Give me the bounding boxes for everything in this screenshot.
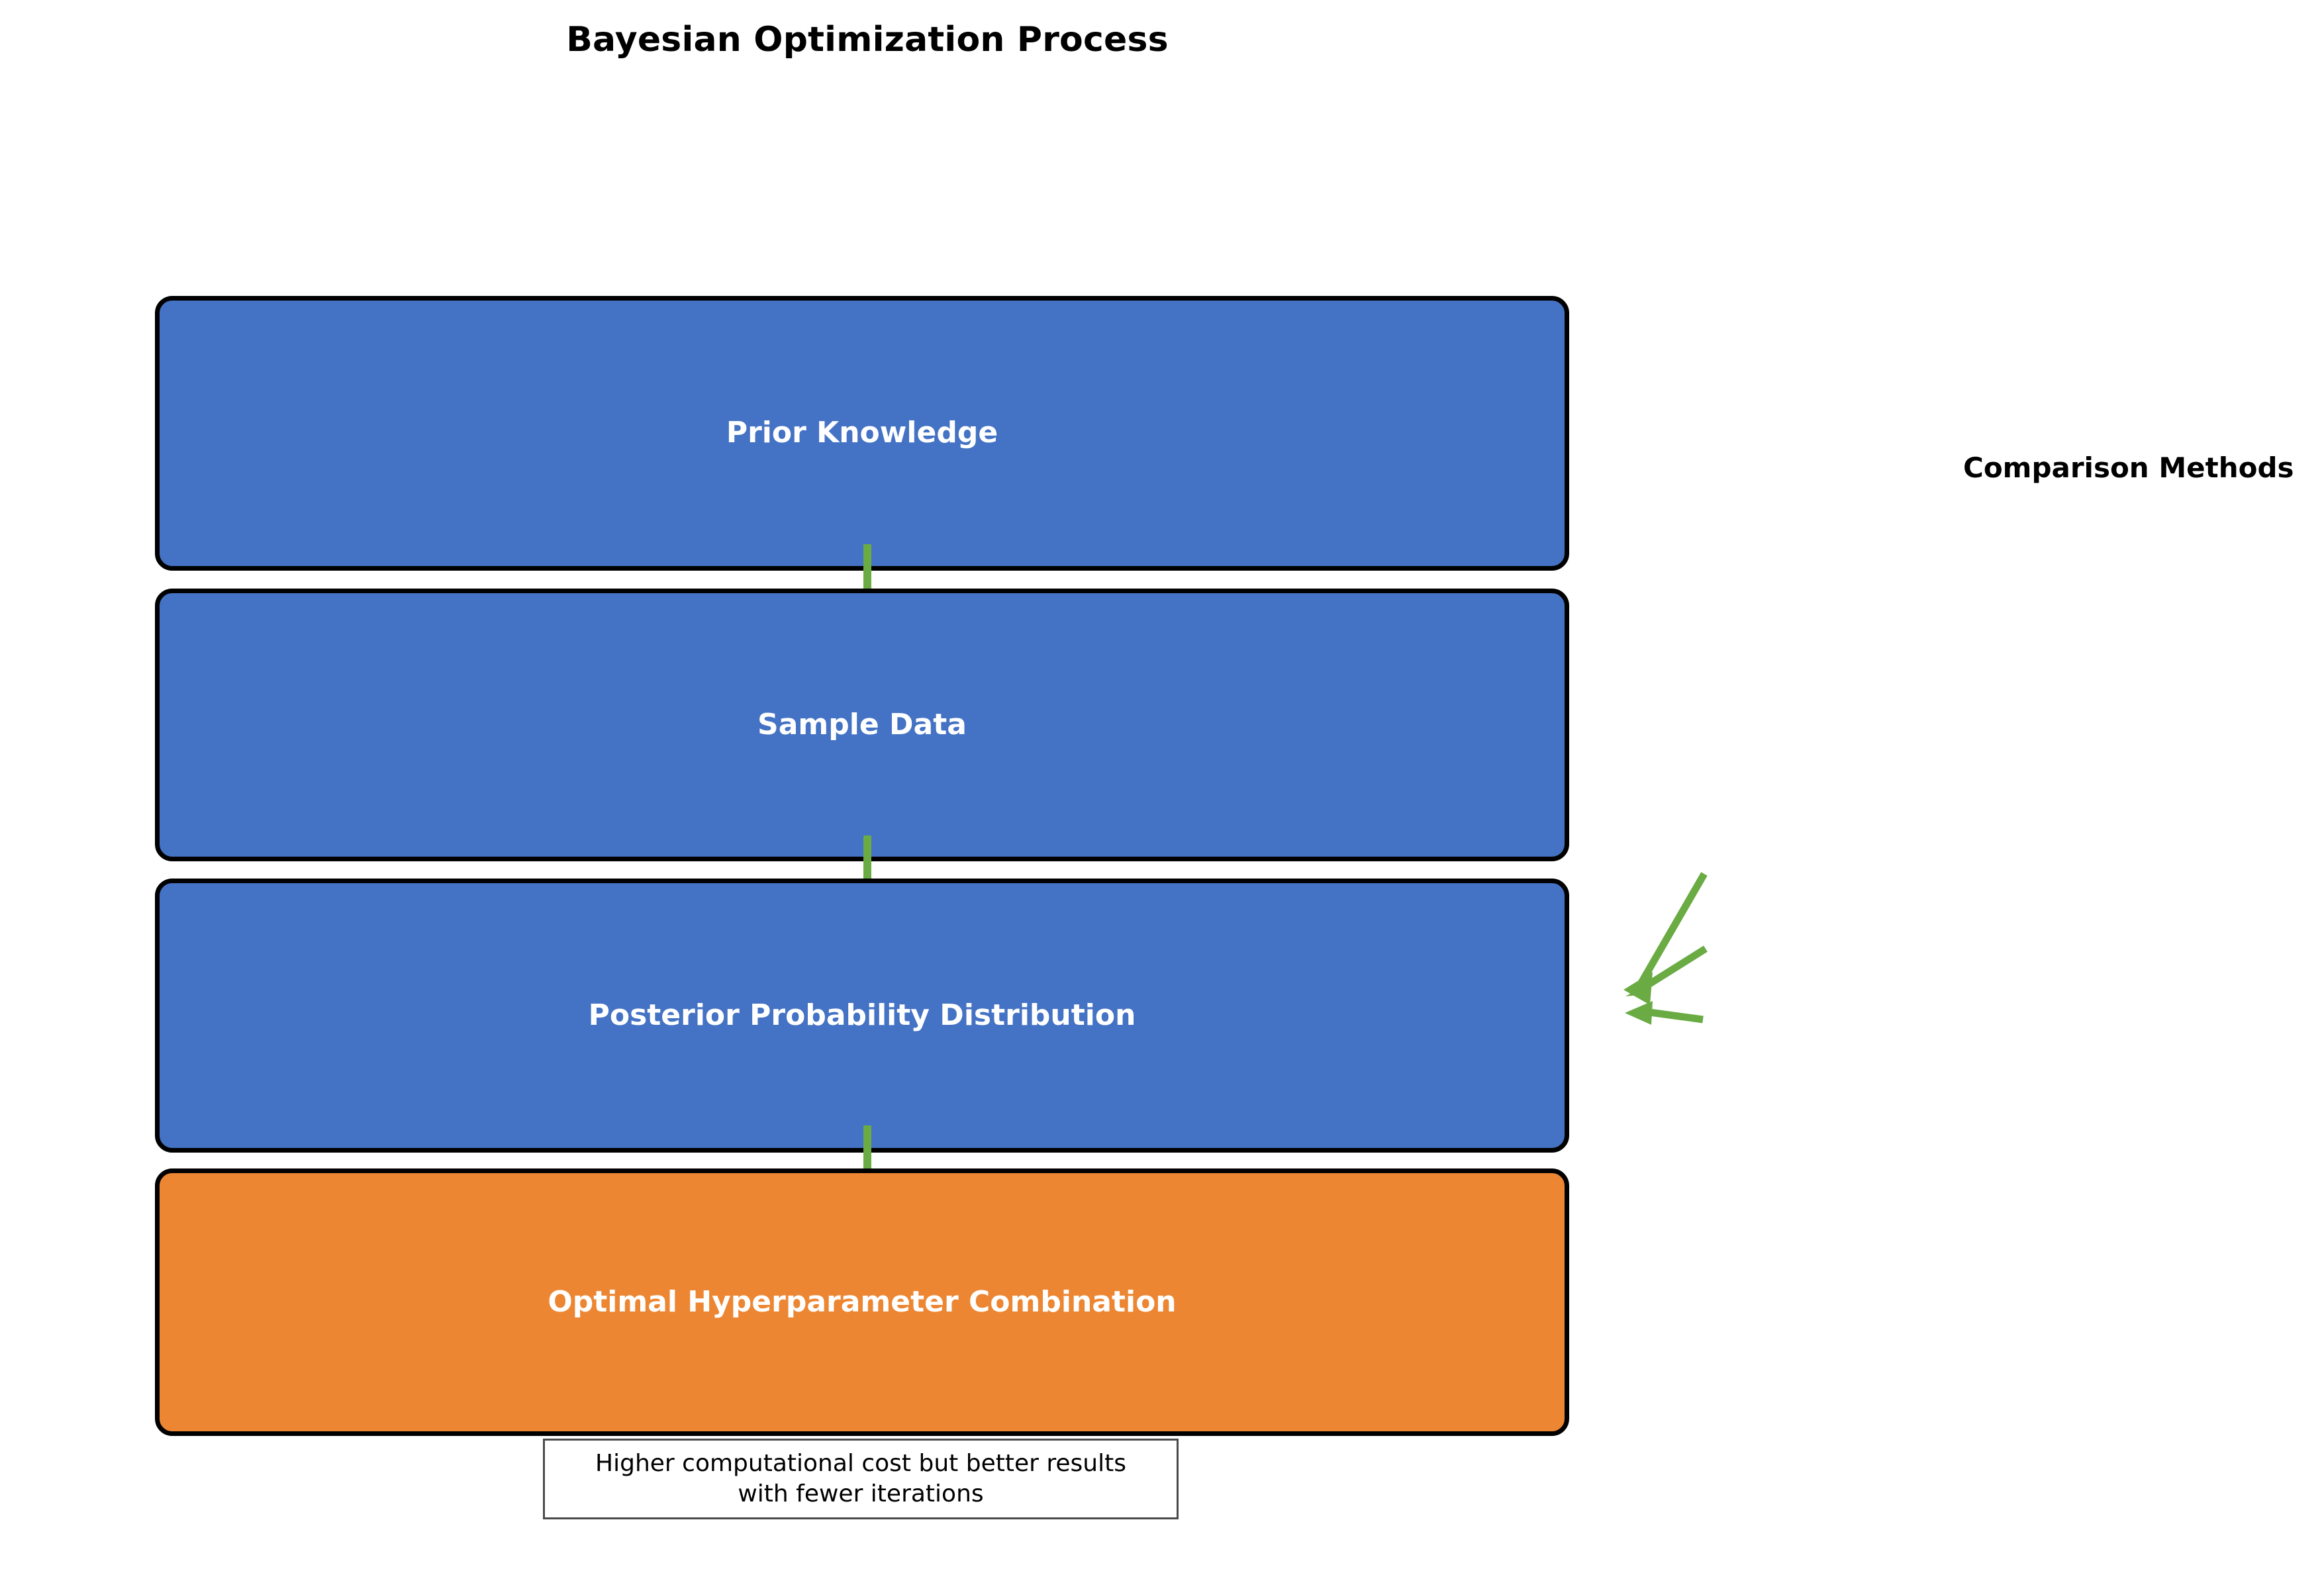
annotation-line-1: Higher computational cost but better res… [595,1449,1126,1477]
flow-step-box-sample-data[interactable]: Sample Data [155,589,1569,861]
annotation-line-2: with fewer iterations [738,1480,984,1507]
annotation-textbox: Higher computational cost but better res… [543,1439,1179,1519]
flow-step-label: Optimal Hyperparameter Combination [548,1284,1177,1319]
annotation-text: Higher computational cost but better res… [595,1449,1126,1509]
flow-step-box-optimal-hyperparameter-combination[interactable]: Optimal Hyperparameter Combination [155,1168,1569,1436]
flow-step-label: Prior Knowledge [726,416,998,450]
comparison-methods-label: Comparison Methods [1963,452,2294,484]
comparison-methods-arrows-icon [1589,854,1801,1046]
flow-step-label: Posterior Probability Distribution [588,998,1136,1032]
flow-step-label: Sample Data [757,707,967,741]
flow-step-box-prior-knowledge[interactable]: Prior Knowledge [155,296,1569,571]
page-title: Bayesian Optimization Process [566,20,1169,60]
flow-step-box-posterior-probability-distribution[interactable]: Posterior Probability Distribution [155,879,1569,1153]
